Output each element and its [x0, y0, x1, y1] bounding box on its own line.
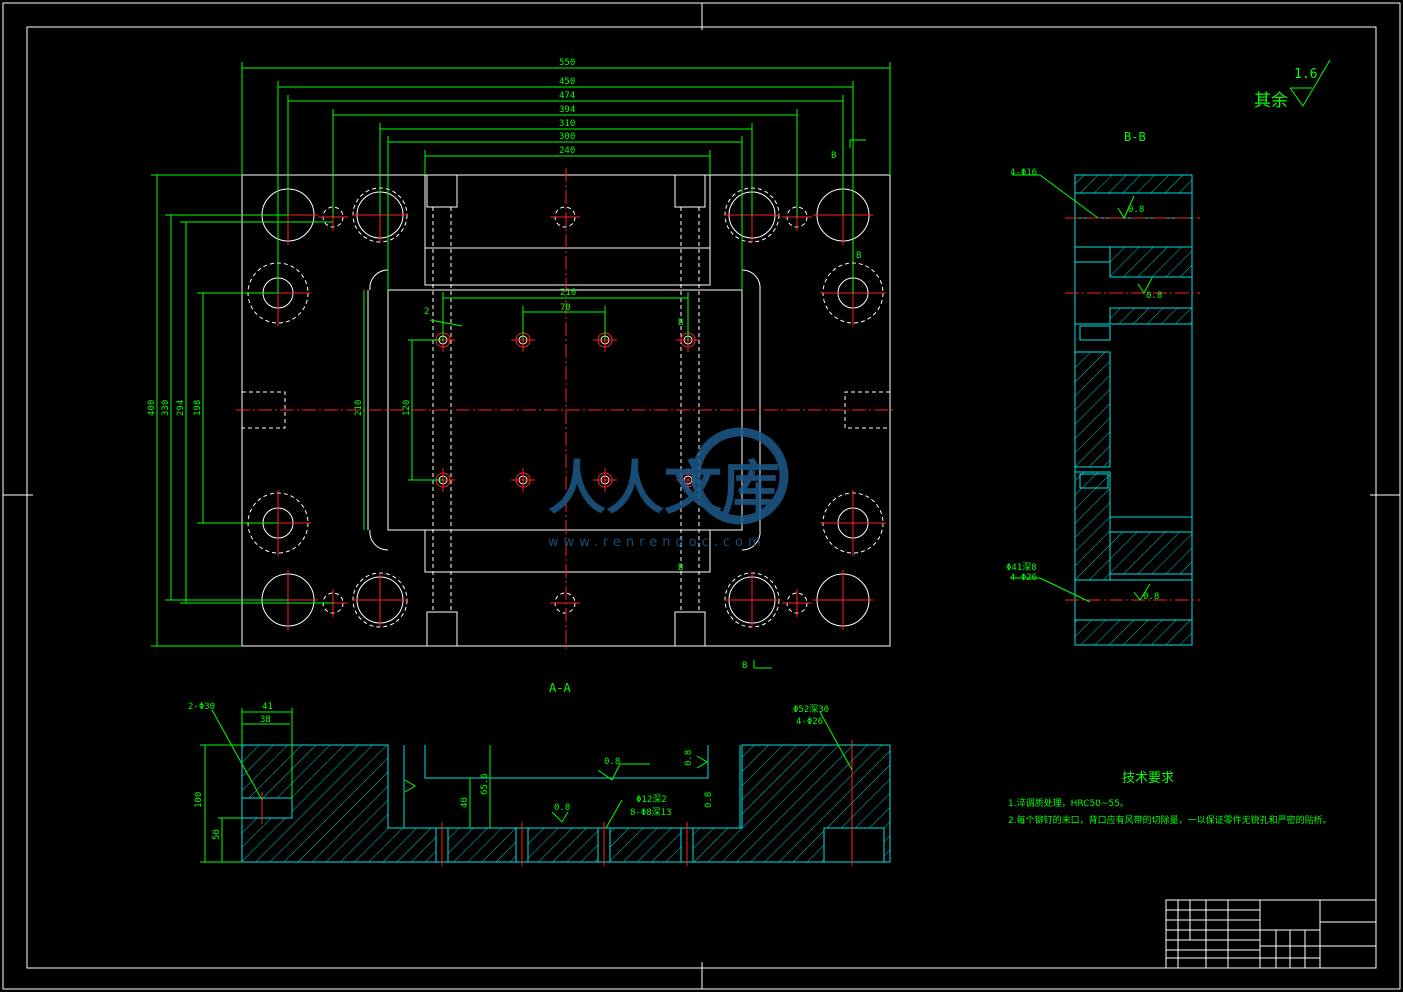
dim-left-1: 330 — [161, 400, 171, 416]
dim-aa-left-0: 100 — [194, 792, 204, 808]
dim-inner-top-0: 210 — [560, 288, 576, 298]
tech-requirement-item-1: 2.每个铆钉的末口，背口应有风带的切除量，一以保证零件无锐孔和严密的贴析。 — [1008, 814, 1332, 826]
dim-aa-top-0: 2-Φ30 — [188, 702, 215, 712]
left-dimensions: 400 330 294 198 210 120 — [147, 174, 443, 647]
top-dimensions: 550 450 474 394 310 300 240 — [241, 58, 891, 293]
tech-requirements-heading: 技术要求 — [1122, 771, 1174, 786]
section-bb: B-B 4-Φ16 Φ41深8 4-Φ26 — [1006, 130, 1200, 646]
dim-aa-inner-0: 40 — [460, 797, 470, 808]
surface-finish-prefix: 其余 — [1254, 91, 1288, 111]
surface-finish-symbol: 其余 1.6 — [1254, 59, 1331, 111]
dim-top-4: 310 — [559, 119, 575, 129]
dim-aa-top-2: 38 — [260, 715, 271, 725]
section-aa: A-A 2- — [188, 681, 891, 866]
dim-aa-inner-3: Φ12深2 — [636, 794, 667, 805]
plan-view: 550 450 474 394 310 300 240 210 70 2 — [147, 58, 896, 671]
dim-aa-inner-5: 0.8 — [554, 803, 570, 813]
dim-top-3: 394 — [559, 105, 575, 115]
cut-marker-4: B — [678, 318, 683, 328]
dim-inner-left-0: 210 — [354, 400, 364, 416]
watermark-text: 人人文库 — [548, 454, 780, 522]
dim-inner-top-1: 70 — [560, 303, 571, 313]
dim-top-6: 240 — [559, 146, 575, 156]
dim-left-3: 198 — [193, 400, 203, 416]
dim-inner-top-2: 2 — [424, 307, 429, 317]
dim-aa-right-note-2: 4-Φ26 — [796, 717, 823, 727]
bb-note-1: Φ41深8 — [1006, 562, 1037, 573]
cut-marker-2: B — [856, 251, 861, 261]
bb-note-0: 4-Φ16 — [1010, 168, 1037, 178]
surface-finish-value: 1.6 — [1294, 67, 1317, 82]
dim-left-0: 400 — [147, 400, 157, 416]
watermark: 人人文库 www.renrendoc.com — [548, 427, 789, 550]
dim-left-2: 294 — [176, 400, 186, 416]
watermark-url: www.renrendoc.com — [548, 535, 766, 550]
section-bb-label: B-B — [1124, 130, 1146, 144]
section-markers: B B B B B — [678, 139, 866, 671]
watermark-logo-ring — [691, 427, 789, 525]
dim-top-0: 550 — [559, 58, 575, 68]
dim-aa-right-note-1: Φ52深30 — [793, 704, 829, 715]
dim-inner-left-1: 120 — [402, 400, 412, 416]
tech-requirements: 技术要求 1.淬调质处理，HRC50~55。 2.每个铆钉的末口，背口应有风带的… — [1008, 771, 1332, 826]
title-block — [1165, 899, 1377, 969]
dim-aa-inner-1: 65.6 — [480, 773, 490, 795]
cut-marker-5: B — [678, 563, 683, 573]
bb-roughness-1: 0.8 — [1146, 291, 1162, 301]
dim-aa-inner-7: 0.8 — [704, 792, 714, 808]
bb-note-2: 4-Φ26 — [1010, 573, 1037, 583]
dim-aa-inner-6: 0.8 — [684, 750, 694, 766]
dim-top-2: 474 — [559, 91, 575, 101]
dim-top-1: 450 — [559, 77, 575, 87]
bb-roughness-0: 0.8 — [1128, 205, 1144, 215]
cut-marker-3: B — [742, 661, 747, 671]
dim-aa-top-1: 41 — [262, 702, 273, 712]
dim-top-5: 300 — [559, 132, 575, 142]
dim-aa-left-1: 50 — [212, 829, 222, 840]
bb-roughness-2: 0.8 — [1143, 592, 1159, 602]
inner-top-dimensions: 210 70 2 — [424, 288, 689, 340]
dim-aa-inner-4: 8-Φ8深13 — [630, 807, 672, 818]
dim-aa-inner-2: 0.8 — [604, 757, 620, 767]
section-aa-label: A-A — [549, 681, 571, 695]
cut-marker-1: B — [831, 151, 836, 161]
tech-requirement-item-0: 1.淬调质处理，HRC50~55。 — [1008, 797, 1129, 809]
